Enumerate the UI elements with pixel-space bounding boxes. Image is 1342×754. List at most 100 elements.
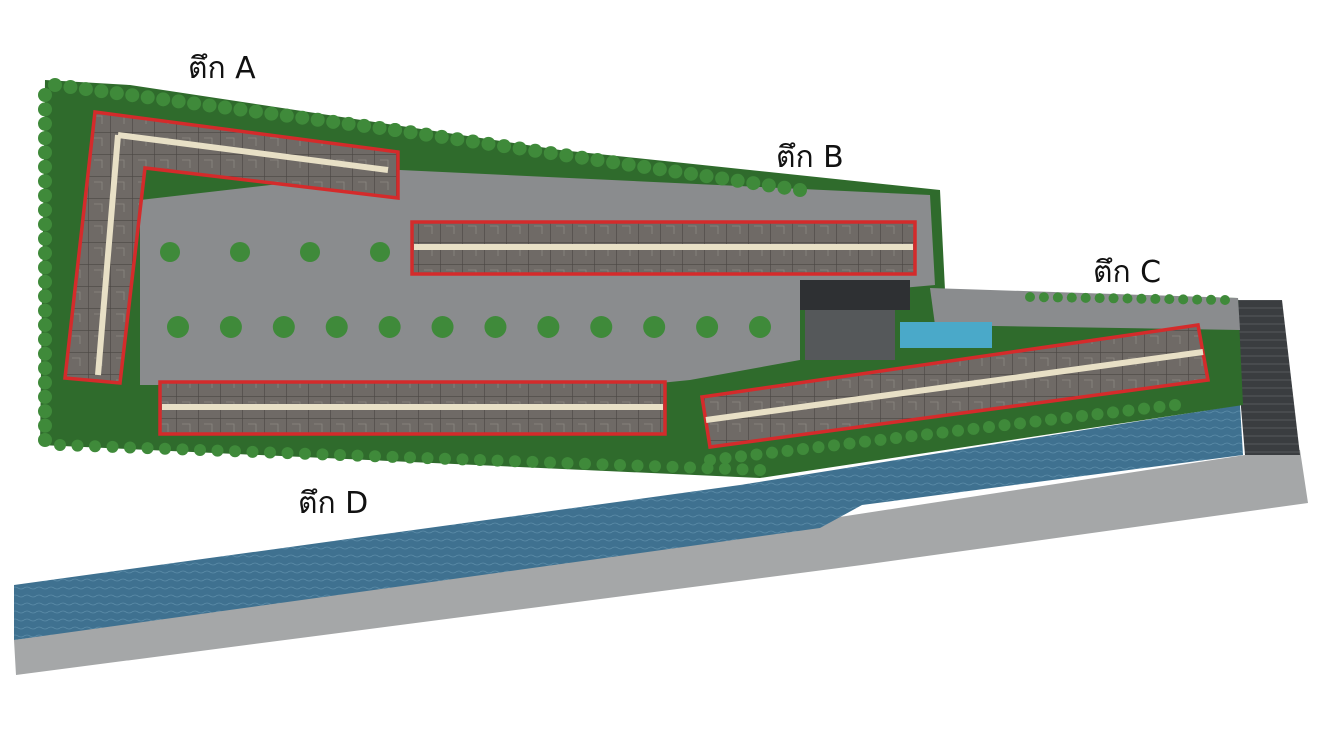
tree-icon: [509, 455, 521, 468]
tree-icon: [952, 424, 964, 437]
tree-icon: [1138, 402, 1150, 415]
tree-icon: [403, 125, 418, 140]
tree-icon: [334, 449, 346, 461]
tree-icon: [1136, 293, 1147, 304]
tree-icon: [1164, 294, 1175, 305]
tree-icon: [450, 132, 465, 147]
tree-icon: [1108, 293, 1119, 304]
tree-icon: [750, 448, 763, 461]
tree-icon: [160, 242, 180, 262]
tree-icon: [272, 316, 295, 338]
tree-icon: [211, 444, 224, 457]
tree-icon: [1122, 404, 1135, 417]
building-d: [158, 380, 667, 436]
tree-icon: [1206, 294, 1217, 305]
tree-icon: [746, 176, 761, 191]
road: [14, 450, 1308, 675]
tree-icon: [233, 102, 248, 117]
tree-icon: [859, 435, 871, 448]
tree-icon: [1060, 411, 1073, 424]
tree-icon: [719, 462, 731, 475]
tree-icon: [666, 460, 679, 473]
tree-icon: [176, 443, 189, 456]
tree-icon: [637, 159, 652, 174]
tree-icon: [63, 80, 78, 95]
tree-icon: [38, 260, 52, 275]
tree-icon: [474, 454, 486, 466]
tree-icon: [38, 361, 52, 376]
tree-icon: [230, 242, 250, 262]
tree-icon: [281, 447, 294, 460]
tree-icon: [38, 389, 52, 404]
tree-icon: [561, 457, 574, 470]
tree-icon: [606, 155, 621, 170]
pool: [900, 322, 992, 348]
tree-icon: [279, 108, 294, 123]
tree-icon: [497, 139, 512, 154]
tree-icon: [326, 114, 341, 129]
tree-icon: [643, 316, 666, 338]
tree-icon: [1220, 295, 1230, 305]
tree-icon: [631, 459, 644, 472]
tree-icon: [106, 440, 119, 453]
tree-icon: [683, 166, 698, 181]
building-a-corridor: [95, 132, 389, 376]
tree-icon: [187, 96, 202, 111]
tree-icon: [38, 203, 52, 217]
tree-icon: [1122, 293, 1133, 304]
tree-icon: [730, 173, 745, 188]
tree-icon: [1153, 400, 1166, 413]
tree-icon: [38, 188, 52, 203]
tree-icon: [1107, 406, 1119, 419]
tree-icon: [38, 318, 52, 332]
building-b: [410, 220, 917, 276]
tree-icon: [512, 141, 527, 156]
tree-icon: [167, 316, 189, 338]
tree-icon: [481, 136, 496, 151]
tree-icon: [421, 452, 434, 465]
tree-icon: [341, 116, 356, 131]
tree-icon: [1080, 292, 1091, 303]
tree-icon: [1076, 410, 1088, 422]
tree-icon: [357, 118, 372, 133]
tree-icon: [229, 445, 241, 458]
tree-icon: [299, 447, 311, 460]
tree-icon: [1038, 292, 1049, 303]
tree-icon: [300, 242, 320, 262]
tree-icon: [456, 453, 469, 466]
tree-icon: [1178, 294, 1189, 305]
building-a-footprint: [63, 110, 400, 385]
tree-icon: [71, 439, 84, 452]
tree-icon: [684, 461, 696, 474]
tree-icon: [370, 242, 390, 262]
tree-icon: [465, 134, 480, 149]
tree-icon: [434, 129, 449, 144]
tree-icon: [38, 174, 52, 189]
parking-area-east: [930, 288, 1240, 330]
building-c-label: ตึก C: [1093, 255, 1162, 290]
tree-icon: [156, 92, 171, 107]
tree-icon: [528, 143, 543, 158]
tree-icon: [125, 88, 140, 103]
tree-icon: [699, 169, 714, 184]
tree-icon: [559, 148, 574, 163]
tree-icon: [793, 183, 807, 197]
tree-icon: [38, 404, 52, 419]
tree-icon: [797, 443, 809, 455]
building-d-label: ตึก D: [298, 486, 369, 521]
tree-icon: [38, 131, 52, 146]
building-b-corridor: [414, 244, 913, 250]
tree-icon: [652, 162, 667, 177]
canal: [14, 405, 1243, 640]
tree-icon: [749, 316, 771, 338]
tree-icon: [874, 433, 887, 446]
tree-icon: [736, 463, 749, 476]
tree-icon: [574, 150, 589, 165]
tree-icon: [369, 450, 381, 463]
tree-icon: [704, 454, 716, 466]
tree-icon: [668, 164, 683, 179]
tree-icon: [431, 316, 454, 338]
tree-icon: [1066, 292, 1077, 303]
tree-icon: [48, 78, 62, 92]
tree-icon: [614, 459, 626, 471]
